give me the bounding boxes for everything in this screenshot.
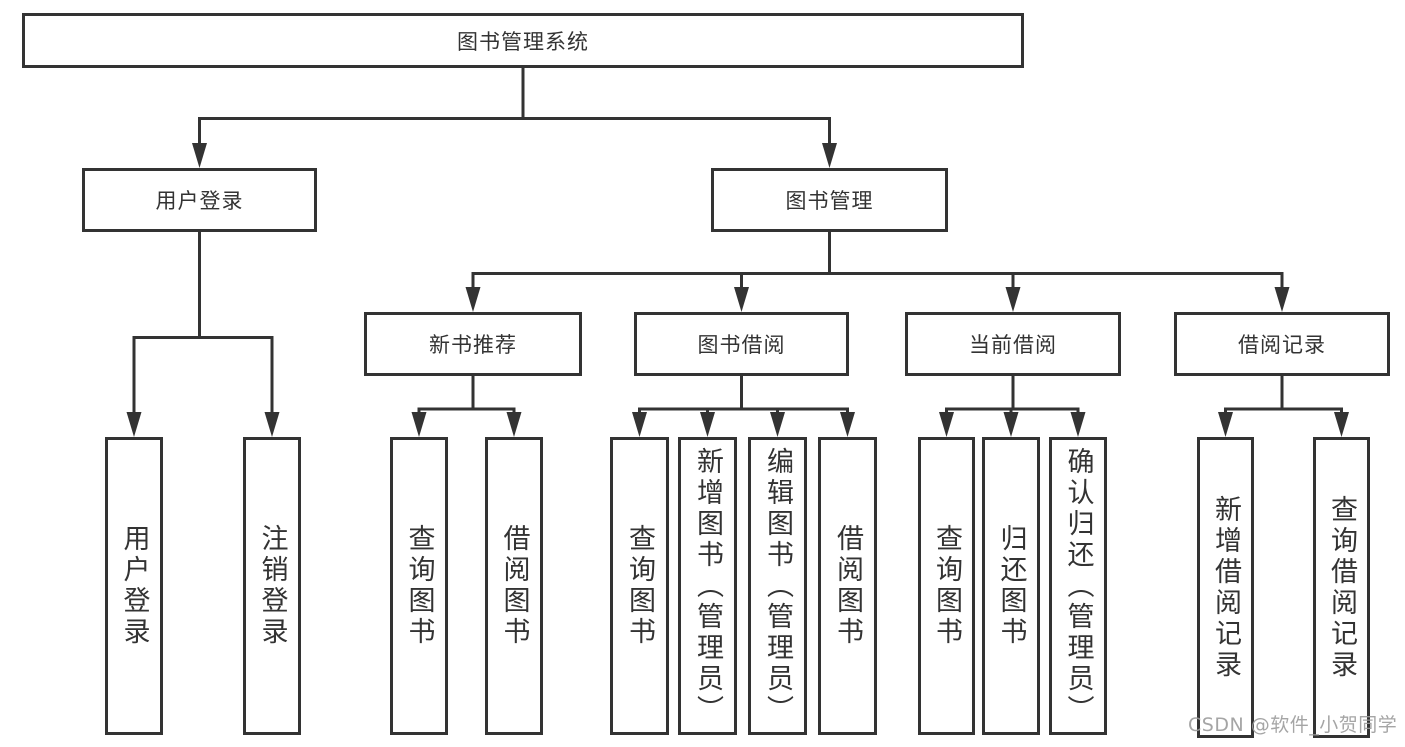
node-new-book-recommend: 新书推荐 xyxy=(364,312,582,376)
node-label: 用户登录 xyxy=(155,189,244,213)
node-current-borrow: 当前借阅 xyxy=(905,312,1121,376)
node-label: 借阅图书 xyxy=(498,524,530,648)
node-label: 当前借阅 xyxy=(969,333,1057,357)
node-label: 归还图书 xyxy=(995,524,1027,648)
node-label: 编辑图书（管理员） xyxy=(762,446,793,726)
node-borrow-records: 借阅记录 xyxy=(1174,312,1390,376)
node-label: 确认归还（管理员） xyxy=(1062,446,1094,726)
node-label: 查询图书 xyxy=(403,524,435,648)
node-label: 查询借阅记录 xyxy=(1326,494,1357,681)
node-label: 查询图书 xyxy=(931,524,962,648)
leaf-query-books-2: 查询图书 xyxy=(610,437,669,735)
node-label: 新增图书（管理员） xyxy=(692,446,723,726)
node-label: 注销登录 xyxy=(256,524,288,648)
csdn-watermark: CSDN @软件_小贺同学 xyxy=(1188,714,1398,736)
leaf-query-books-3: 查询图书 xyxy=(918,437,975,735)
leaf-confirm-return-admin: 确认归还（管理员） xyxy=(1049,437,1107,735)
leaf-logout: 注销登录 xyxy=(243,437,301,735)
node-label: 新书推荐 xyxy=(429,333,517,357)
node-book-borrow: 图书借阅 xyxy=(634,312,849,376)
node-user-login: 用户登录 xyxy=(82,168,317,232)
leaf-borrow-books-2: 借阅图书 xyxy=(818,437,877,735)
leaf-edit-books-admin: 编辑图书（管理员） xyxy=(748,437,807,735)
node-label: 查询图书 xyxy=(624,524,655,648)
node-label: 借阅图书 xyxy=(832,524,863,648)
node-label: 借阅记录 xyxy=(1238,333,1326,357)
leaf-add-books-admin: 新增图书（管理员） xyxy=(678,437,737,735)
leaf-add-borrow-record: 新增借阅记录 xyxy=(1197,437,1254,738)
leaf-query-books: 查询图书 xyxy=(390,437,448,735)
node-label: 用户登录 xyxy=(118,524,150,648)
node-library-management-system: 图书管理系统 xyxy=(22,13,1024,68)
node-label: 新增借阅记录 xyxy=(1210,494,1241,681)
node-label: 图书管理系统 xyxy=(457,29,589,54)
leaf-return-books: 归还图书 xyxy=(982,437,1040,735)
node-label: 图书借阅 xyxy=(697,333,786,357)
leaf-query-borrow-record: 查询借阅记录 xyxy=(1313,437,1370,738)
node-label: 图书管理 xyxy=(785,189,874,213)
node-book-management: 图书管理 xyxy=(711,168,948,232)
leaf-user-login: 用户登录 xyxy=(105,437,163,735)
leaf-borrow-books: 借阅图书 xyxy=(485,437,543,735)
